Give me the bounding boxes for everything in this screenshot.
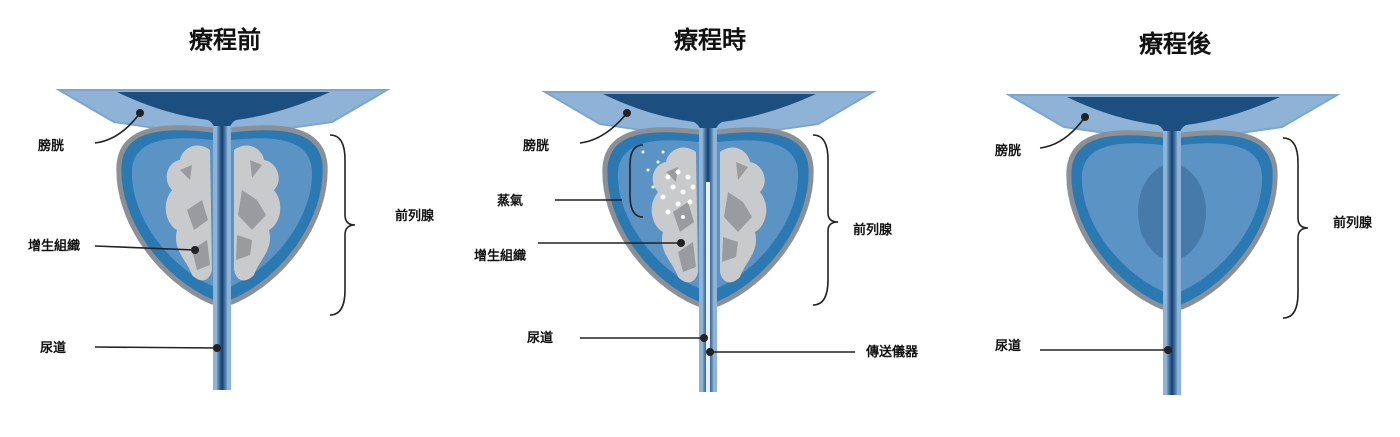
panel-title: 療程時 xyxy=(674,26,746,54)
panel-title: 療程後 xyxy=(1139,30,1212,58)
label-tissue: 增生組織 xyxy=(474,248,526,264)
label-steam: 蒸氣 xyxy=(497,193,523,209)
label-prostate: 前列腺 xyxy=(395,208,435,224)
anatomy-illustration xyxy=(1008,94,1338,395)
label-urethra: 尿道 xyxy=(995,338,1021,354)
delivery-device xyxy=(706,182,710,392)
panel-after: 療程後 膀胱 尿道 前列腺 xyxy=(994,30,1373,395)
label-urethra: 尿道 xyxy=(40,340,66,356)
panel-title: 療程前 xyxy=(189,26,261,54)
anatomy-illustration xyxy=(58,89,388,390)
label-device: 傳送儀器 xyxy=(865,344,919,360)
label-bladder: 膀胱 xyxy=(994,143,1021,159)
label-bladder: 膀胱 xyxy=(37,138,64,154)
label-prostate: 前列腺 xyxy=(853,222,893,238)
anatomy-illustration xyxy=(544,91,874,392)
label-prostate: 前列腺 xyxy=(1333,215,1373,231)
label-urethra: 尿道 xyxy=(527,330,553,346)
label-tissue: 增生組織 xyxy=(28,238,80,254)
label-bladder: 膀胱 xyxy=(522,138,549,154)
panel-during: 療程時 膀胱 蒸氣 增生組織 尿道 傳送儀器 前列腺 xyxy=(474,26,919,392)
steam-dots xyxy=(641,150,696,219)
panel-before: 療程前 膀胱 增生組織 尿道 前列腺 xyxy=(28,26,435,390)
